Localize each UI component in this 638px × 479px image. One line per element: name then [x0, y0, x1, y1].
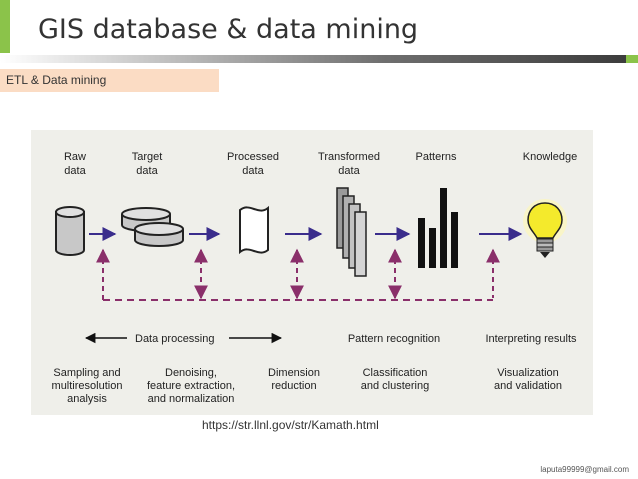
source-url: https://str.llnl.gov/str/Kamath.html [202, 418, 379, 432]
title-divider [0, 55, 638, 63]
stage-labels: Raw data Target data Processed data Tran… [64, 151, 577, 177]
stage-label-transformed-2: data [338, 165, 360, 177]
author-email: laputa99999@gmail.com [540, 465, 629, 474]
method-dimension: Dimension [268, 367, 320, 379]
wavy-sheet-icon [239, 205, 269, 255]
stage-label-transformed: Transformed [318, 151, 380, 163]
stacked-pages-icon [336, 187, 367, 277]
title-accent-bar [0, 0, 10, 53]
stage-label-processed-2: data [242, 165, 264, 177]
method-classification: Classification [363, 367, 428, 379]
method-denoising-2: feature extraction, [147, 380, 235, 392]
method-denoising-3: and normalization [148, 393, 235, 405]
method-sampling-3: analysis [67, 393, 107, 405]
stage-label-patterns: Patterns [416, 151, 457, 163]
light-bulb-icon [523, 199, 567, 258]
stage-label-raw-2: data [64, 165, 86, 177]
method-denoising: Denoising, [165, 367, 217, 379]
bar-pattern-icon [418, 188, 458, 268]
stage-label-knowledge: Knowledge [523, 151, 577, 163]
phase-data-processing: Data processing [135, 333, 215, 345]
method-classification-2: and clustering [361, 380, 430, 392]
title-divider-accent [626, 55, 638, 63]
method-sampling: Sampling and [53, 367, 120, 379]
phase-pattern-recognition: Pattern recognition [348, 333, 440, 345]
slide-title: GIS database & data mining [38, 14, 419, 45]
method-visualization: Visualization [497, 367, 559, 379]
feedback-loop [96, 248, 500, 301]
stage-label-target: Target [132, 151, 163, 163]
stage-label-raw: Raw [64, 151, 86, 163]
method-visualization-2: and validation [494, 380, 562, 392]
stage-label-target-2: data [136, 165, 158, 177]
phase-interpreting-results: Interpreting results [485, 333, 577, 345]
method-sampling-2: multiresolution [52, 380, 123, 392]
cylinder-icon [55, 206, 85, 256]
section-subtitle: ETL & Data mining [0, 69, 219, 92]
etl-data-mining-diagram: Raw data Target data Processed data Tran… [31, 130, 593, 415]
phase-labels: Data processing Pattern recognition Inte… [84, 332, 577, 345]
stage-label-processed: Processed [227, 151, 279, 163]
method-dimension-2: reduction [271, 380, 316, 392]
method-labels: Sampling and multiresolution analysis De… [52, 367, 562, 405]
stacked-disks-icon [121, 207, 184, 247]
